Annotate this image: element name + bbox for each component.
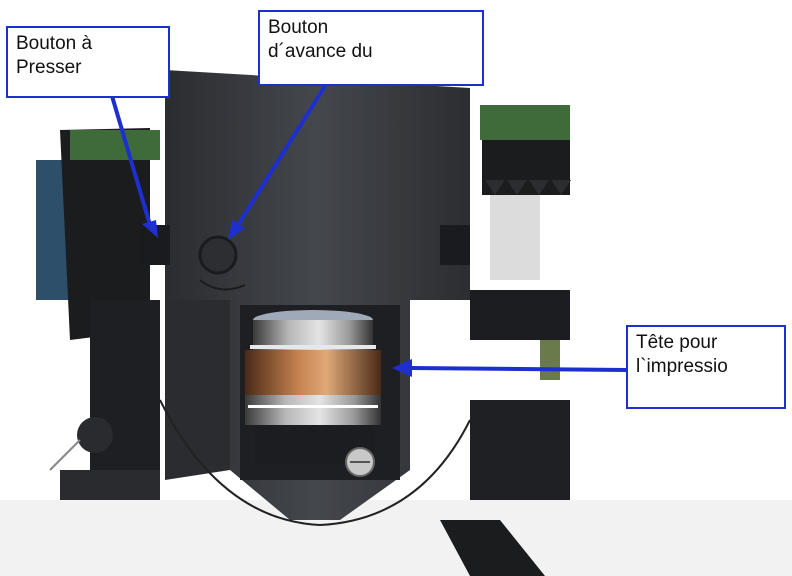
ribbon-cable xyxy=(490,195,540,280)
print-head xyxy=(159,305,471,527)
copper-coils xyxy=(245,350,381,395)
callout-print-head-line2: l`impressio xyxy=(636,356,728,377)
left-circuit-board xyxy=(70,130,160,160)
base-plate xyxy=(0,500,792,576)
arrow-head-head xyxy=(392,359,412,377)
callout-print-head: Tête pour l`impressio xyxy=(626,325,786,409)
left-frame xyxy=(36,128,160,510)
right-frame xyxy=(470,105,571,500)
arrow-head-press xyxy=(142,220,158,238)
callout-paper-feed-line2: d´avance du xyxy=(268,41,373,62)
arrow-line-press xyxy=(110,95,152,226)
callout-paper-feed-button: Bouton d´avance du xyxy=(258,10,484,86)
arrow-line-head xyxy=(409,366,627,372)
right-support xyxy=(470,400,570,500)
callout-print-head-line1: Tête pour xyxy=(636,332,718,353)
callout-button-press-line2: Presser xyxy=(16,57,82,78)
arrow-head-feed xyxy=(228,220,245,240)
callout-arrows xyxy=(110,84,627,377)
left-bracket xyxy=(60,128,150,340)
right-tab xyxy=(440,225,470,265)
left-gear xyxy=(77,417,113,453)
callout-button-press-line1: Bouton à xyxy=(16,33,93,54)
right-circuit-board xyxy=(480,105,570,140)
right-shaft xyxy=(470,290,570,340)
bottom-part xyxy=(440,520,545,576)
callout-paper-feed-line1: Bouton xyxy=(268,17,329,38)
feed-button xyxy=(198,235,238,275)
callout-button-press: Bouton à Presser xyxy=(6,26,170,98)
arrow-line-feed xyxy=(236,84,327,227)
